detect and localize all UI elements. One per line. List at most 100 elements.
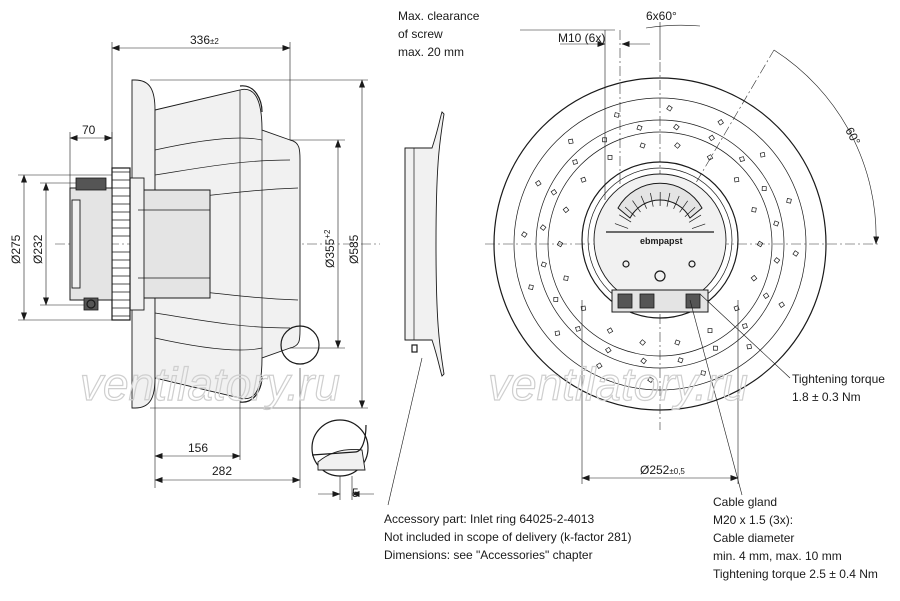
- rivet: [792, 250, 799, 257]
- rivet: [733, 176, 740, 183]
- fin-line: [614, 223, 629, 229]
- dim-252-tolerance: ±0,5: [669, 467, 685, 476]
- rivet: [708, 134, 715, 142]
- rivet: [739, 156, 745, 163]
- dim-336: 336: [190, 33, 210, 47]
- rivet: [556, 240, 564, 248]
- rivet: [550, 189, 558, 196]
- rivet: [580, 176, 587, 183]
- rivet: [563, 275, 569, 281]
- rivet: [674, 142, 681, 149]
- fin-line: [691, 223, 706, 229]
- svg-text:Ø355+2: Ø355+2: [323, 229, 337, 268]
- dim-355-tolerance: +2: [323, 229, 332, 239]
- note-accessory-line2: Not included in scope of delivery (k-fac…: [384, 530, 631, 544]
- rivet: [605, 346, 612, 354]
- note-clearance-line3: max. 20 mm: [398, 45, 464, 59]
- rivet: [535, 180, 542, 187]
- rivet: [677, 357, 684, 364]
- fin-line: [624, 206, 636, 217]
- angle-60: 60°: [842, 125, 863, 148]
- note-cable-line3: Cable diameter: [713, 531, 794, 545]
- rivet: [750, 274, 758, 282]
- detail-circle-small: [280, 325, 320, 365]
- rivet: [614, 112, 620, 118]
- rivet: [562, 206, 570, 214]
- dim-232: Ø232: [31, 234, 45, 264]
- rivet: [568, 138, 574, 145]
- impeller-body: [154, 88, 301, 400]
- fin-line: [640, 195, 647, 209]
- fin-line: [650, 192, 654, 207]
- side-view: 336±2 70 Ø275 Ø232 Ø355+2 Ø585 156: [9, 33, 380, 500]
- thread-m10: M10 (6x): [558, 31, 605, 45]
- rivet: [553, 296, 559, 302]
- rivet: [639, 142, 646, 149]
- note-cable-line5: Tightening torque 2.5 ± 0.4 Nm: [713, 567, 878, 581]
- rivet: [674, 339, 681, 346]
- rivet: [539, 224, 547, 231]
- rivet: [773, 257, 781, 264]
- note-cable-gland: Cable gland M20 x 1.5 (3x): Cable diamet…: [713, 495, 878, 581]
- rivet: [707, 328, 713, 333]
- dim-156: 156: [188, 441, 208, 455]
- rivet: [717, 119, 724, 126]
- fin-line: [673, 195, 680, 209]
- fin-line: [679, 200, 688, 213]
- rivet: [554, 330, 561, 336]
- note-torque-line2: 1.8 ± 0.3 Nm: [792, 390, 861, 404]
- brand-logo: ebmpapst: [640, 236, 683, 246]
- fin-line: [666, 192, 671, 207]
- cooling-fins: [617, 182, 703, 219]
- watermark-right: ventilatory.ru: [488, 358, 748, 410]
- fin-line: [619, 214, 632, 223]
- rivet: [521, 231, 528, 238]
- rivet: [580, 305, 587, 312]
- rivet: [666, 105, 673, 112]
- rivet: [712, 345, 718, 351]
- dim-585: Ø585: [347, 234, 361, 264]
- rivet: [751, 207, 757, 213]
- note-cable-line2: M20 x 1.5 (3x):: [713, 513, 793, 527]
- rivet: [606, 327, 614, 334]
- note-accessory: Accessory part: Inlet ring 64025-2-4013 …: [384, 512, 631, 562]
- detail-enlargement: [311, 419, 369, 500]
- rivet: [572, 159, 579, 165]
- blade-rivets: [521, 105, 799, 383]
- rivet: [607, 155, 613, 160]
- inlet-ring-profile: [387, 111, 445, 506]
- rivet: [575, 325, 581, 332]
- dim-282: 282: [212, 464, 232, 478]
- fin-line: [684, 207, 696, 218]
- fin-line: [688, 214, 702, 223]
- rivet: [540, 261, 547, 268]
- note-torque-top: Tightening torque 1.8 ± 0.3 Nm: [792, 372, 885, 404]
- rivet: [639, 339, 646, 346]
- rivet: [636, 124, 643, 131]
- dim-336-tolerance: ±2: [210, 37, 219, 46]
- motor-housing: [137, 189, 211, 299]
- rivet: [778, 301, 785, 308]
- rivet: [773, 220, 780, 227]
- rivet: [786, 198, 792, 204]
- note-torque-line1: Tightening torque: [792, 372, 885, 386]
- dim-252: Ø252: [640, 463, 670, 477]
- rivet: [647, 376, 654, 383]
- note-accessory-line3: Dimensions: see "Accessories" chapter: [384, 548, 593, 562]
- rivet: [640, 357, 647, 365]
- rivet: [602, 137, 608, 143]
- note-clearance-line2: of screw: [398, 27, 443, 41]
- note-cable-line4: min. 4 mm, max. 10 mm: [713, 549, 842, 563]
- fin-line: [632, 200, 641, 213]
- rivet: [762, 292, 770, 299]
- rivet: [741, 323, 748, 329]
- rivet: [756, 240, 764, 248]
- note-clearance-line1: Max. clearance: [398, 9, 480, 23]
- svg-text:336±2: 336±2: [190, 33, 219, 47]
- rivet: [733, 305, 740, 312]
- rivet: [528, 284, 534, 290]
- motor-face: [581, 161, 739, 319]
- rivet: [759, 152, 766, 158]
- svg-text:Ø252±0,5: Ø252±0,5: [640, 463, 685, 477]
- angle-6x60: 6x60°: [646, 9, 677, 23]
